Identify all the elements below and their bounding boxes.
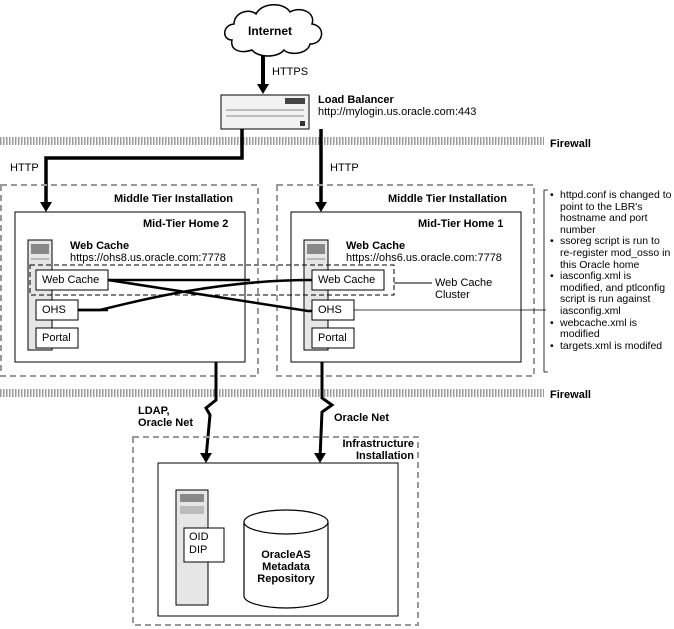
- note-item: iasconfig.xml is modified, and ptlconfig…: [550, 270, 672, 317]
- home1-title: Mid-Tier Home 1: [418, 218, 504, 230]
- note-item: webcache.xml is modified: [550, 317, 672, 341]
- infrastructure-box: [132, 436, 419, 626]
- infra-component-oid: OID: [189, 531, 209, 543]
- home1-webcache-url: https://ohs6.us.oracle.com:7778: [346, 252, 502, 264]
- home2-portal-box: [35, 327, 79, 349]
- home1-component-ohs: OHS: [318, 304, 342, 316]
- home2-component-ohs: OHS: [42, 304, 66, 316]
- http-label-right: HTTP: [330, 162, 359, 174]
- infrastructure-label: Infrastructure Installation: [342, 438, 414, 462]
- internet-cloud: [224, 4, 323, 57]
- oid-dip-box: [183, 527, 225, 563]
- load-balancer-url: http://mylogin.us.oracle.com:443: [318, 106, 477, 118]
- load-balancer-device: [220, 94, 310, 130]
- firewall-label-top: Firewall: [550, 138, 591, 150]
- home1-component-portal: Portal: [318, 332, 347, 344]
- web-cache-cluster-label: Web Cache Cluster: [435, 277, 493, 301]
- home2-component-webcache: Web Cache: [42, 274, 100, 286]
- firewall-label-bottom: Firewall: [550, 389, 591, 401]
- home2-component-portal: Portal: [42, 332, 71, 344]
- http-label-left: HTTP: [10, 162, 39, 174]
- firewall-bottom: [0, 389, 544, 397]
- configuration-notes: httpd.conf is changed to point to the LB…: [550, 189, 672, 353]
- note-item: httpd.conf is changed to point to the LB…: [550, 189, 672, 236]
- middle-tier-label-1: Middle Tier Installation: [388, 193, 507, 205]
- metadata-repository-cylinder: [243, 509, 329, 609]
- repository-label: OracleAS Metadata Repository: [257, 549, 315, 585]
- home2-webcache-url: https://ohs8.us.oracle.com:7778: [70, 252, 226, 264]
- infra-component-dip: DIP: [189, 544, 208, 556]
- internet-label: Internet: [248, 24, 293, 38]
- middle-tier-label-2: Middle Tier Installation: [114, 193, 233, 205]
- oracle-net-label: Oracle Net: [334, 412, 390, 424]
- middle-tier-box-2: [0, 184, 259, 377]
- home2-title: Mid-Tier Home 2: [143, 218, 229, 230]
- home1-portal-box: [311, 327, 355, 349]
- home1-webcache-title: Web Cache: [346, 240, 406, 252]
- firewall-top: [0, 137, 544, 145]
- ldap-oracle-net-label: LDAP, Oracle Net: [138, 405, 194, 429]
- note-item: targets.xml is modifed: [550, 340, 672, 353]
- note-item: ssoreg script is run to re-register mod_…: [550, 236, 672, 271]
- home2-webcache-title: Web Cache: [70, 240, 130, 252]
- load-balancer-title: Load Balancer: [318, 94, 394, 106]
- home1-component-webcache: Web Cache: [318, 274, 376, 286]
- https-label: HTTPS: [272, 66, 309, 78]
